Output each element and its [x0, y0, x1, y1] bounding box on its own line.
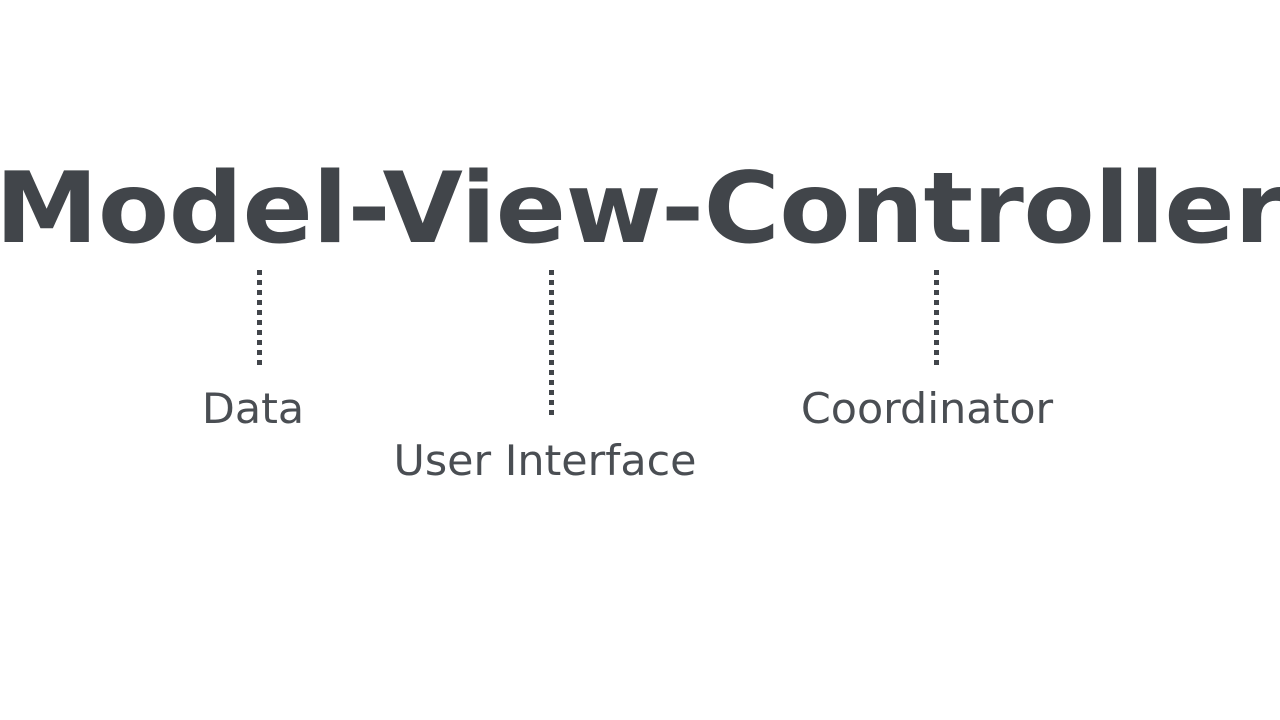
- label-model-data: Data: [201, 384, 305, 433]
- page-title: Model-View-Controller: [0, 152, 1280, 266]
- connector-line-view: [549, 270, 554, 416]
- connector-line-controller: [934, 270, 939, 368]
- label-view-user-interface: User Interface: [393, 436, 697, 485]
- connector-line-model: [257, 270, 262, 368]
- label-controller-coordinator: Coordinator: [800, 384, 1054, 433]
